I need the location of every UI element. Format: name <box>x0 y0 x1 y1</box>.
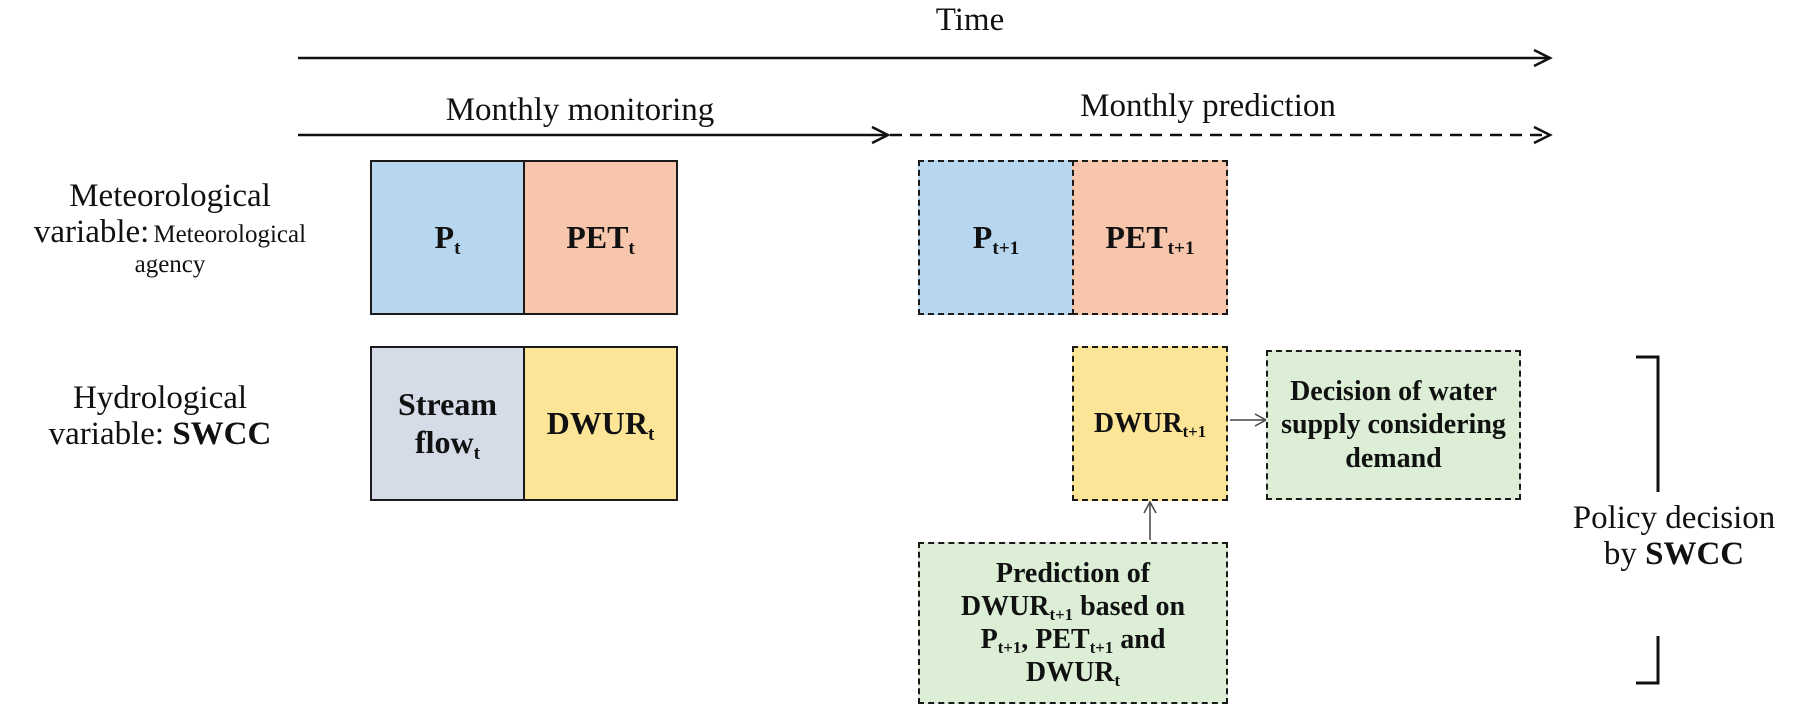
policy-line1: Policy decision <box>1572 500 1776 536</box>
hydrological-variable-word: variable: <box>48 416 165 453</box>
box-prediction: Prediction of DWURt+1 based on Pt+1, PET… <box>918 542 1228 704</box>
policy-line2: by SWCC <box>1545 536 1803 572</box>
box-p-t-text: Pt <box>434 218 461 259</box>
box-streamflow-t-text: Stream flowt <box>398 385 497 464</box>
box-p-t: Pt <box>370 160 525 315</box>
box-dwur-t-text: DWURt <box>546 404 655 445</box>
meteorological-line1: Meteorological <box>69 178 271 214</box>
box-dwur-t1: DWURt+1 <box>1072 346 1228 501</box>
time-arrow <box>298 48 1553 68</box>
box-pet-t: PETt <box>523 160 678 315</box>
policy-by: by <box>1603 536 1637 573</box>
monitoring-arrow <box>298 125 891 145</box>
hydrological-swcc: SWCC <box>172 416 272 453</box>
box-pet-t-text: PETt <box>566 218 635 259</box>
policy-label: Policy decision by SWCC <box>1545 500 1803 573</box>
prediction-label: Monthly prediction <box>1080 88 1336 124</box>
meteorological-row-label: Meteorological variable: Meteorological … <box>0 178 340 279</box>
dwur-to-decision-arrow <box>1230 413 1268 427</box>
box-dwur-t: DWURt <box>523 346 678 501</box>
meteorological-variable-word: variable: <box>33 214 150 251</box>
box-p-t1: Pt+1 <box>918 160 1074 315</box>
hydrological-row-label: Hydrological variable: SWCC <box>0 380 320 453</box>
box-p-t1-text: Pt+1 <box>972 218 1020 259</box>
policy-swcc: SWCC <box>1645 536 1745 573</box>
meteorological-line2: variable: Meteorological <box>0 214 340 250</box>
box-pet-t1-text: PETt+1 <box>1105 218 1195 259</box>
box-dwur-t1-text: DWURt+1 <box>1093 407 1207 442</box>
box-decision: Decision of water supply considering dem… <box>1266 350 1521 500</box>
meteorological-agency-word: Meteorological <box>153 221 307 249</box>
monitoring-label: Monthly monitoring <box>445 92 715 128</box>
policy-bracket <box>1636 355 1660 685</box>
meteorological-agency-line: agency <box>134 250 206 278</box>
prediction-arrow <box>890 125 1553 145</box>
box-streamflow-t: Stream flowt <box>370 346 525 501</box>
hydrological-line1: Hydrological <box>72 380 248 416</box>
box-pet-t1: PETt+1 <box>1072 160 1228 315</box>
box-decision-text: Decision of water supply considering dem… <box>1281 376 1506 474</box>
prediction-to-dwur-arrow <box>1143 500 1157 540</box>
time-label: Time <box>935 2 1005 38</box>
box-prediction-text: Prediction of DWURt+1 based on Pt+1, PET… <box>960 557 1186 691</box>
hydrological-line2: variable: SWCC <box>0 416 320 452</box>
